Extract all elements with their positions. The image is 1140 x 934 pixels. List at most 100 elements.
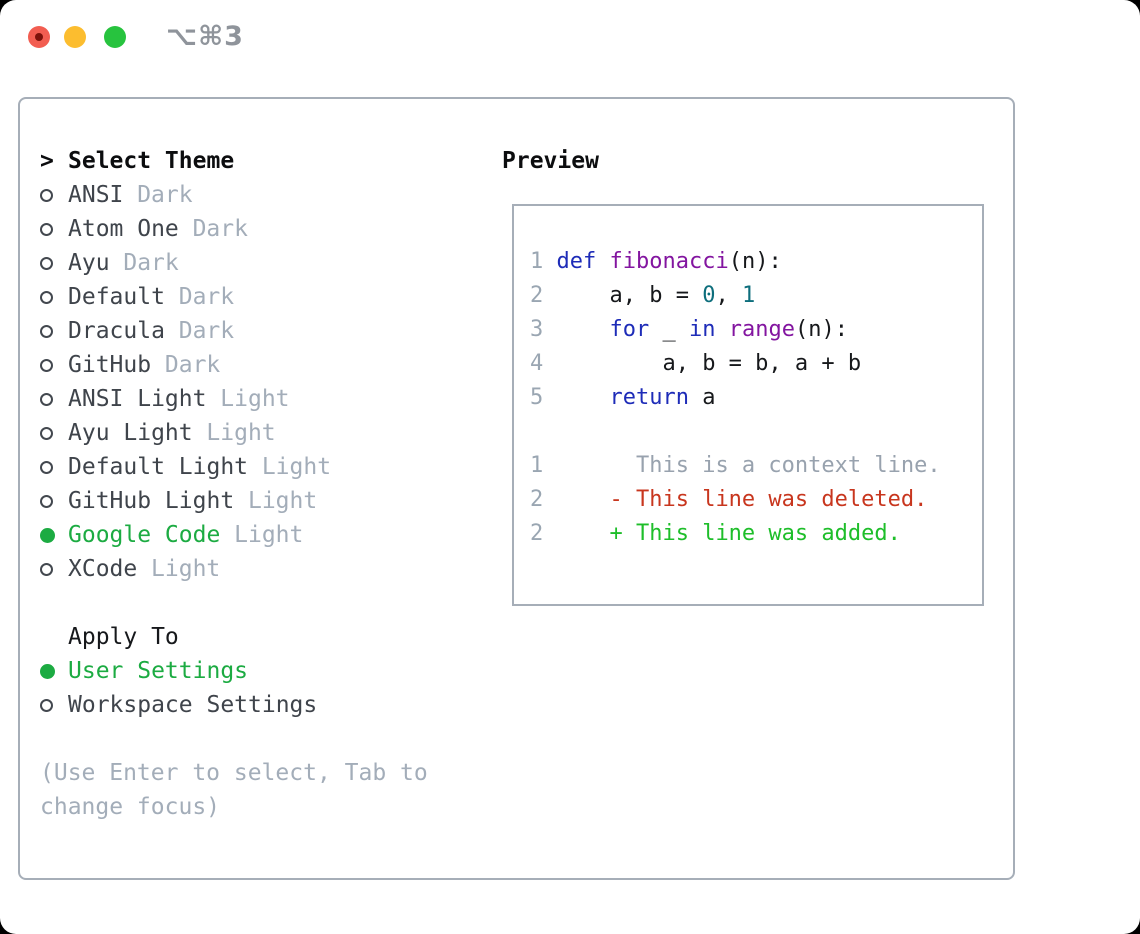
option-variant-label: Light — [206, 420, 276, 446]
radio-icon — [40, 562, 53, 576]
option-variant-label: Dark — [178, 284, 235, 310]
option-label: Google Code — [68, 522, 221, 548]
code-token: , — [715, 283, 742, 308]
option-label: Workspace Settings — [68, 692, 318, 718]
option-label: Dracula — [68, 318, 165, 344]
code-token: in — [688, 317, 716, 342]
option-variant-label: Dark — [192, 216, 248, 242]
close-button[interactable] — [28, 26, 50, 48]
bullet-cell — [40, 494, 68, 508]
code-token — [596, 249, 609, 274]
code-token: a, b = — [556, 283, 703, 308]
option-label: Ayu Light — [68, 420, 193, 446]
radio-icon — [40, 426, 53, 440]
code-line: 2 a, b = 0, 1 — [530, 279, 982, 313]
code-line: 4 a, b = b, a + b — [530, 347, 982, 381]
option-variant-label: Dark — [137, 182, 193, 208]
option-label: Atom One — [68, 216, 179, 242]
theme-list-title: Select Theme — [68, 148, 235, 174]
theme-option[interactable]: GitHub Dark — [40, 348, 452, 382]
bullet-cell — [40, 392, 68, 406]
option-label: Default — [68, 284, 165, 310]
code-token: - This line was deleted. — [556, 487, 928, 512]
theme-option[interactable]: ANSI Dark — [40, 178, 452, 212]
code-token — [715, 317, 728, 342]
apply-option[interactable]: Workspace Settings — [40, 688, 452, 722]
code-token: + This line was added. — [556, 521, 901, 546]
apply-option[interactable]: User Settings — [40, 654, 452, 688]
line-number: 2 — [530, 283, 557, 308]
option-label: XCode — [68, 556, 138, 582]
bullet-cell — [40, 460, 68, 474]
option-label: Ayu — [68, 250, 110, 276]
code-token: range — [728, 317, 795, 342]
theme-option[interactable]: XCode Light — [40, 552, 452, 586]
bullet-cell — [40, 426, 68, 440]
line-number: 1 — [530, 249, 557, 274]
code-line: 3 for _ in range(n): — [530, 313, 982, 347]
theme-option[interactable]: Ayu Light Light — [40, 416, 452, 450]
radio-selected-icon — [40, 663, 55, 679]
option-label: Default Light — [68, 454, 249, 480]
bullet-cell — [40, 222, 68, 236]
line-number: 2 — [530, 521, 557, 546]
option-label: ANSI — [68, 182, 124, 208]
theme-option[interactable]: Default Dark — [40, 280, 452, 314]
bullet-cell — [40, 562, 68, 576]
radio-icon — [40, 222, 53, 236]
titlebar: ⌥⌘3 — [0, 0, 1140, 96]
code-token: fibonacci — [609, 249, 729, 274]
spacer — [40, 586, 452, 620]
code-token: return — [609, 385, 689, 410]
theme-list-header: > Select Theme — [40, 144, 452, 178]
zoom-button[interactable] — [104, 26, 126, 48]
theme-option[interactable]: Default Light Light — [40, 450, 452, 484]
window-shortcut-label: ⌥⌘3 — [166, 21, 244, 52]
radio-icon — [40, 698, 53, 712]
option-label: GitHub Light — [68, 488, 235, 514]
option-label: ANSI Light — [68, 386, 207, 412]
preview-title: Preview — [502, 148, 599, 174]
option-variant-label: Light — [151, 556, 221, 582]
code-token: This is a context line. — [556, 453, 941, 478]
code-token: def — [556, 249, 597, 274]
code-line: 2 + This line was added. — [530, 517, 982, 551]
radio-icon — [40, 256, 53, 270]
bullet-cell — [40, 290, 68, 304]
code-token: 0 — [702, 283, 716, 308]
bullet-cell — [40, 256, 68, 270]
code-line: 1 def fibonacci(n): — [530, 245, 982, 279]
code-token: for — [609, 317, 650, 342]
radio-icon — [40, 358, 53, 372]
option-label: GitHub — [68, 352, 152, 378]
code-token — [557, 385, 610, 410]
code-line: 2 - This line was deleted. — [530, 483, 982, 517]
code-token: a, b = b, a + b — [556, 351, 862, 376]
code-token: _ — [649, 317, 689, 342]
option-variant-label: Dark — [164, 352, 221, 378]
bullet-cell — [40, 698, 68, 712]
code-token: 1 — [741, 283, 756, 308]
line-number: 3 — [530, 317, 557, 342]
code-token: (n): — [728, 249, 782, 274]
radio-icon — [40, 188, 53, 202]
line-number: 1 — [530, 453, 557, 478]
option-variant-label: Light — [261, 454, 332, 480]
theme-option[interactable]: Atom One Dark — [40, 212, 452, 246]
code-line — [530, 415, 982, 449]
minimize-button[interactable] — [64, 26, 86, 48]
radio-icon — [40, 460, 53, 474]
line-number: 4 — [530, 351, 557, 376]
code-line: 1 This is a context line. — [530, 449, 982, 483]
